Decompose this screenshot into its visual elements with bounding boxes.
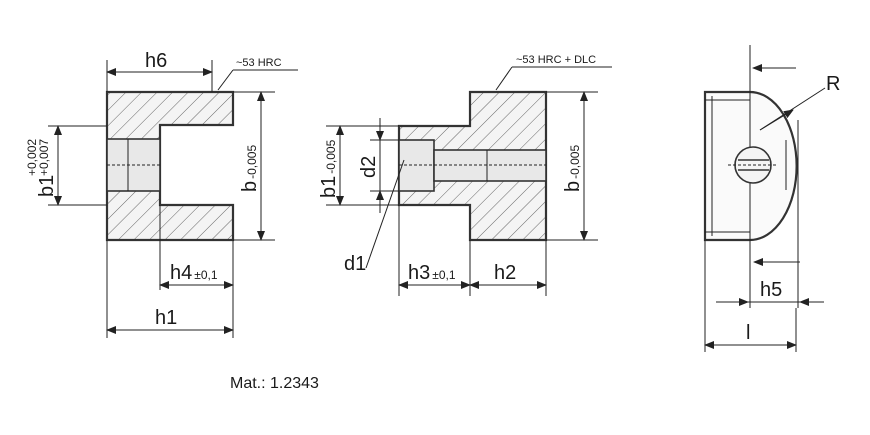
- dim-b1-left-tol-lower: +0,007: [37, 139, 51, 176]
- middle-view: ~53 HRC + DLC b-0,005 b1-0,005 d2 d1: [318, 54, 612, 296]
- left-view: h6 ~53 HRC b-0,005 b1 +0,002 +0,007 h4±0…: [25, 50, 298, 338]
- dim-d1: d1: [344, 253, 366, 275]
- hardness-note-middle: ~53 HRC + DLC: [516, 54, 596, 66]
- right-view: R h5 l: [703, 45, 840, 352]
- material-note: Mat.: 1.2343: [230, 375, 319, 392]
- dim-h2: h2: [494, 262, 516, 284]
- dim-b-middle: b-0,005: [562, 145, 584, 192]
- dim-h4: h4±0,1: [170, 262, 218, 284]
- dim-b1-middle: b1-0,005: [318, 139, 340, 198]
- dim-h5: h5: [760, 279, 782, 301]
- dim-l: l: [746, 322, 750, 344]
- dim-h1: h1: [155, 307, 177, 329]
- hardness-note-left: ~53 HRC: [236, 57, 282, 69]
- dim-R: R: [826, 73, 840, 95]
- dim-h6: h6: [145, 50, 167, 72]
- dim-b1-left-tol-upper: +0,002: [25, 139, 39, 176]
- dim-h3: h3±0,1: [408, 262, 456, 284]
- dim-b-left: b-0,005: [239, 145, 261, 192]
- dim-b1-left: b1: [36, 175, 58, 197]
- dim-d2: d2: [358, 156, 380, 178]
